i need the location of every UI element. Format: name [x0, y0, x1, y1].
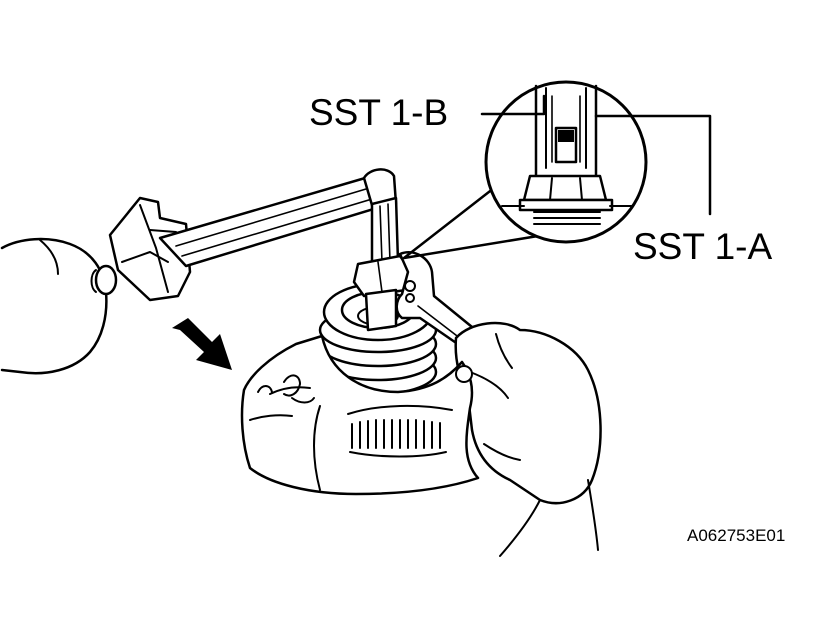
vent-slots [347, 404, 453, 458]
detail-callout [402, 80, 648, 260]
right-hand [454, 321, 602, 557]
alternator-housing [240, 334, 480, 496]
leader-lines [480, 94, 712, 216]
torque-wrench [108, 168, 400, 302]
direction-arrow [172, 318, 232, 370]
left-hand [0, 237, 118, 375]
callout-sst-1a: SST 1-A [633, 226, 773, 267]
callout-sst-1b: SST 1-B [309, 92, 449, 133]
figure-code: A062753E01 [687, 526, 786, 545]
